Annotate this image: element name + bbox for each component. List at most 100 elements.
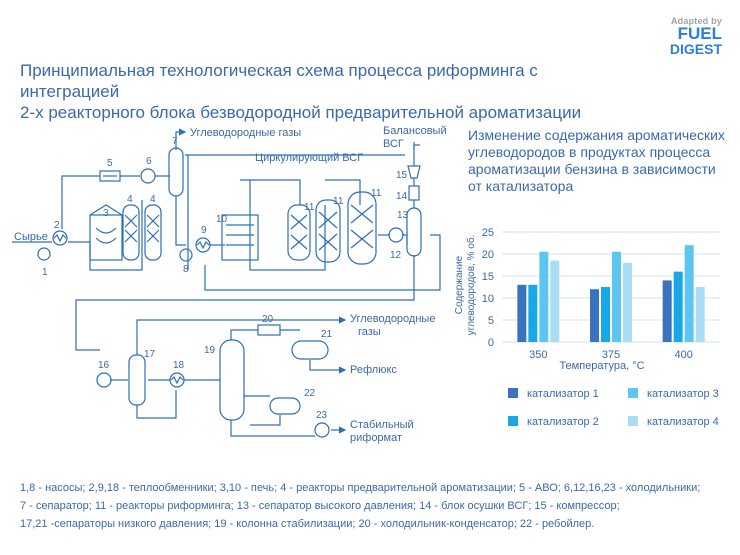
air-cooler-5 (99, 170, 121, 182)
chart-y-tick-label: 25 (482, 227, 494, 239)
label-stable-reformate-2: риформат (350, 432, 402, 444)
chart-y-tick-label: 15 (482, 271, 494, 283)
legend-swatch-3 (628, 388, 638, 398)
chart-y-tick-label: 0 (488, 337, 494, 349)
page-title-line2: 2-х реакторного блока безводородной пред… (20, 103, 582, 122)
reactor-11b (315, 199, 341, 263)
reactor-4b (144, 204, 162, 261)
cooler-16 (96, 372, 112, 388)
legend-swatch-4 (628, 416, 638, 426)
label-feed: Сырье (14, 231, 48, 243)
brand-adapted-by: Adapted by (670, 16, 722, 26)
separator-13 (406, 207, 422, 257)
cooler-condenser-20 (257, 324, 281, 336)
num-1: 1 (42, 267, 48, 278)
page-title-line1: Принципиальная технологическая схема про… (20, 61, 538, 101)
page-title: Принципиальная технологическая схема про… (20, 60, 620, 123)
legend-label-3: катализатор 3 (647, 388, 719, 400)
pipelines (12, 128, 441, 437)
chart-bar (684, 245, 694, 342)
chart-grid (502, 231, 720, 343)
label-stable-reformate-1: Стабильный (350, 419, 414, 431)
num-5: 5 (107, 158, 113, 169)
chart-bar (623, 262, 632, 342)
label-balance-vsg-1: Балансовый (383, 125, 447, 137)
chart-y-tick-label: 5 (488, 315, 494, 327)
chart-x-label: Температура, °С (559, 360, 644, 372)
brand-name-line2: DIGEST (669, 41, 722, 57)
separator-17 (128, 354, 146, 406)
heat-exchanger-2 (52, 230, 68, 246)
num-2: 2 (54, 220, 60, 231)
chart-bar (539, 251, 549, 342)
num-11c: 11 (371, 188, 382, 199)
num-10: 10 (216, 214, 228, 225)
chart-legend: катализатор 1 катализатор 2 катализатор … (500, 388, 730, 438)
legend-item-4: катализатор 4 (628, 416, 719, 428)
legend-label-4: катализатор 4 (647, 416, 719, 428)
num-11b: 11 (333, 196, 344, 207)
chart-bar (517, 284, 527, 342)
num-22: 22 (304, 388, 316, 399)
chart-x-tick-label: 375 (602, 349, 620, 361)
reactor-11c (347, 191, 377, 265)
num-4a: 4 (127, 194, 133, 205)
chart-x-tick-label: 350 (529, 349, 547, 361)
separator-7 (168, 147, 184, 197)
chart-y-tick-label: 10 (482, 293, 494, 305)
legend-label-1: катализатор 1 (527, 388, 599, 400)
drying-block-14 (408, 185, 420, 201)
label-hydrocarbon-gases-top: Углеводородные газы (190, 127, 301, 139)
num-18: 18 (173, 360, 185, 371)
label-hydrocarbon-gases-mid-2: газы (358, 326, 381, 338)
cooler-6 (140, 168, 156, 184)
reboiler-22 (269, 397, 301, 415)
legend-item-1: катализатор 1 (508, 388, 599, 400)
chart-bar (673, 271, 683, 342)
chart-bar (662, 280, 672, 342)
num-9: 9 (201, 225, 207, 236)
process-flow-diagram: Углеводородные газы Циркулирующий ВСГ Ба… (12, 125, 447, 444)
notes-line-1: 1,8 - насосы; 2,9,18 - теплообменники; 3… (20, 482, 701, 494)
scheme-labels: Углеводородные газы Циркулирующий ВСГ Ба… (14, 125, 447, 444)
num-15: 15 (396, 170, 408, 181)
brand-name-line1: FUEL (677, 24, 722, 43)
chart-y-tick-label: 20 (482, 249, 494, 261)
legend-swatch-1 (508, 388, 518, 398)
label-balance-vsg-2: ВСГ (383, 138, 404, 150)
num-8: 8 (183, 264, 189, 275)
num-17: 17 (144, 349, 156, 360)
separator-21 (291, 340, 329, 360)
label-reflux: Рефлюкс (350, 364, 397, 376)
num-11a: 11 (304, 202, 315, 213)
num-20: 20 (262, 314, 274, 325)
num-6: 6 (146, 156, 152, 167)
pump-8 (179, 248, 193, 262)
num-21: 21 (321, 329, 333, 340)
num-23: 23 (316, 410, 328, 421)
notes-line-3: 17,21 -сепараторы низкого давления; 19 -… (20, 518, 595, 530)
equipment (37, 147, 422, 438)
reactor-11a (287, 204, 311, 261)
chart-y-ticks: 0 5 10 15 20 25 (482, 227, 494, 349)
chart-title: Изменение содержания ароматических углев… (468, 127, 725, 194)
chart-bars (517, 245, 705, 342)
num-3: 3 (103, 208, 109, 219)
equipment-numbers: 1 2 3 4 4 5 6 7 8 9 10 11 11 11 12 13 14… (42, 136, 409, 421)
legend-label-2: катализатор 2 (527, 416, 599, 428)
furnace-3 (89, 214, 123, 261)
legend-swatch-2 (508, 416, 518, 426)
fuel-digest-logo: Adapted by FUEL DIGEST (670, 16, 722, 56)
chart-bar (612, 251, 621, 342)
chart-bar (590, 289, 599, 342)
num-13: 13 (397, 210, 409, 221)
chart-bar (695, 287, 705, 342)
num-16: 16 (98, 360, 110, 371)
chart-bar (550, 260, 560, 342)
furnace-10 (221, 214, 259, 261)
num-12: 12 (390, 250, 402, 261)
pump-1 (37, 247, 51, 261)
chart-y-label-line2: углеводородов, % об. (465, 235, 477, 336)
